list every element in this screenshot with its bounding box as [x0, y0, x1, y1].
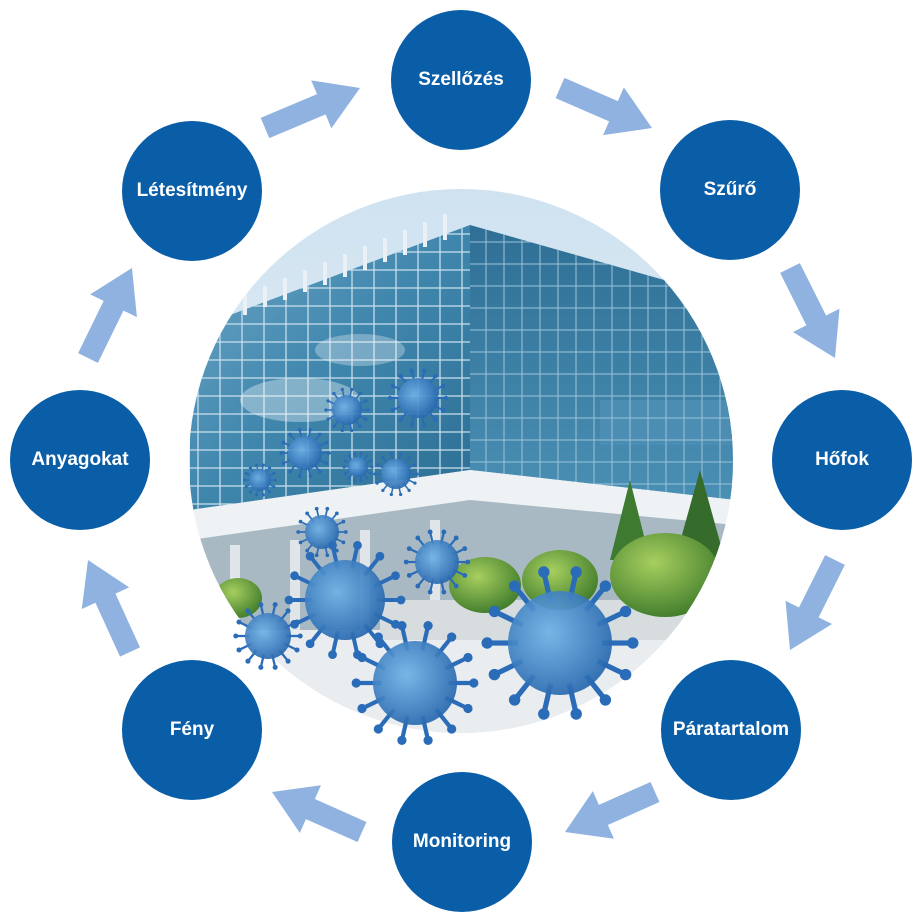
node-label: Fény [169, 718, 215, 740]
cycle-arrow-3 [785, 555, 845, 650]
cycle-node-anyagokat: Anyagokat [10, 390, 150, 530]
cycle-node-letesitmeny: Létesítmény [122, 121, 262, 261]
virus-icon [233, 602, 303, 670]
virus-icon [279, 427, 331, 479]
cycle-node-monitoring: Monitoring [392, 772, 532, 912]
cycle-node-paratartalom: Páratartalom [661, 660, 801, 800]
virus-icon [351, 621, 479, 745]
cycle-arrow-0 [260, 80, 360, 139]
cycle-arrow-2 [780, 263, 840, 358]
virus-icon [481, 566, 639, 720]
cycle-node-feny: Fény [122, 660, 262, 800]
node-label: Monitoring [412, 830, 512, 852]
node-label: Anyagokat [31, 448, 129, 470]
cycle-arrow-7 [78, 268, 137, 363]
cycle-arrow-6 [81, 560, 141, 657]
node-label: Szűrő [703, 178, 757, 200]
cycle-node-szuro: Szűrő [660, 120, 800, 260]
cycle-arrow-4 [565, 781, 660, 839]
node-label: Páratartalom [672, 718, 790, 740]
virus-icon [403, 529, 471, 595]
virus-icon [342, 451, 374, 483]
cycle-arrow-1 [555, 77, 652, 136]
cycle-arrow-5 [272, 785, 367, 843]
node-label: Szellőzés [418, 68, 504, 90]
virus-icon [387, 368, 449, 428]
virus-icon [373, 451, 419, 497]
virus-icon [324, 387, 370, 433]
node-label: Létesítmény [136, 179, 248, 201]
virus-icon [243, 463, 277, 497]
node-label: Hőfok [815, 448, 869, 470]
cycle-node-hofok: Hőfok [772, 390, 912, 530]
cycle-node-szellozes: Szellőzés [391, 10, 531, 150]
